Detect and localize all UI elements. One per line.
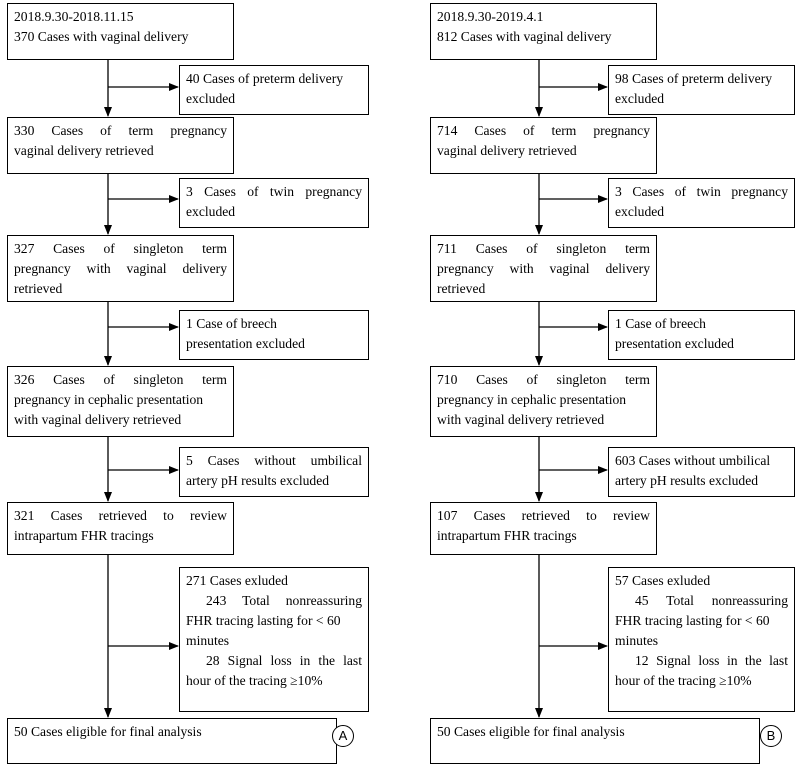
main-step-box: 107 Cases retrieved to review intrapartum… [430,502,657,555]
box-text-line: 812 Cases with vaginal delivery [437,29,612,44]
main-step-box: 711 Cases of singleton term pregnancy wit… [430,235,657,302]
box-text-line: artery pH results excluded [615,473,759,488]
main-step-box: 714 Cases of term pregnancy vaginal deliv… [430,117,657,174]
box-text-line: excluded [615,91,665,106]
box-text-line: hour of the tracing ≥10% [615,673,752,688]
main-step-box: 50 Cases eligible for final analysis [7,718,337,764]
box-text-line: 45 Total nonreassuring [635,593,788,608]
box-text-line: 57 Cases exluded [615,573,711,588]
main-step-box: 50 Cases eligible for final analysis [430,718,760,764]
box-text-line: pregnancy with vaginal delivery [14,261,227,276]
box-text-line: 711 Cases of singleton term [437,241,650,256]
exclusion-box: 1 Case of breech presentation excluded [608,310,795,360]
exclusion-box: 271 Cases exluded 243 Total nonreassuring… [179,567,369,712]
box-text-line: 714 Cases of term pregnancy [437,123,650,138]
box-text-line: 243 Total nonreassuring [206,593,362,608]
box-text-line: 603 Cases without umbilical [615,453,771,468]
box-text-line: 40 Cases of preterm delivery [186,71,344,86]
main-step-box: 2018.9.30-2018.11.15 370 Cases with vagin… [7,3,234,60]
main-step-box: 330 Cases of term pregnancy vaginal deliv… [7,117,234,174]
box-text-line: 271 Cases exluded [186,573,288,588]
main-step-box: 321 Cases retrieved to review intrapartum… [7,502,234,555]
box-text-line: with vaginal delivery retrieved [14,412,182,427]
box-text-line: 330 Cases of term pregnancy [14,123,227,138]
box-text-line: 12 Signal loss in the last [635,653,788,668]
box-text-line: 321 Cases retrieved to review [14,508,227,523]
box-text-line: 1 Case of breech [615,316,706,331]
exclusion-box: 1 Case of breech presentation excluded [179,310,369,360]
box-text-line: with vaginal delivery retrieved [437,412,605,427]
exclusion-box: 40 Cases of preterm delivery excluded [179,65,369,115]
box-text-line: 326 Cases of singleton term [14,372,227,387]
box-text-line: hour of the tracing ≥10% [186,673,323,688]
box-text-line: 5 Cases without umbilical [186,453,362,468]
box-text-line: pregnancy in cephalic presentation [14,392,204,407]
panel-label: B [760,725,782,747]
box-text-line: excluded [186,91,236,106]
main-step-box: 710 Cases of singleton term pregnancy in … [430,366,657,437]
box-text-line: presentation excluded [186,336,305,351]
box-text-line: 107 Cases retrieved to review [437,508,650,523]
box-text-line: excluded [615,204,665,219]
exclusion-box: 98 Cases of preterm delivery excluded [608,65,795,115]
main-step-box: 2018.9.30-2019.4.1 812 Cases with vaginal… [430,3,657,60]
box-text-line: retrieved [14,281,63,296]
box-text-line: 50 Cases eligible for final analysis [14,724,202,739]
exclusion-box: 603 Cases without umbilical artery pH res… [608,447,795,497]
box-text-line: 2018.9.30-2019.4.1 [437,9,544,24]
box-text-line: intrapartum FHR tracings [437,528,577,543]
main-step-box: 327 Cases of singleton term pregnancy wit… [7,235,234,302]
box-text-line: vaginal delivery retrieved [437,143,577,158]
box-text-line: 370 Cases with vaginal delivery [14,29,189,44]
box-text-line: pregnancy with vaginal delivery [437,261,650,276]
box-text-line: 98 Cases of preterm delivery [615,71,773,86]
box-text-line: vaginal delivery retrieved [14,143,154,158]
box-text-line: 3 Cases of twin pregnancy [186,184,362,199]
box-text-line: intrapartum FHR tracings [14,528,154,543]
box-text-line: 50 Cases eligible for final analysis [437,724,625,739]
box-text-line: 28 Signal loss in the last [206,653,362,668]
box-text-line: FHR tracing lasting for < 60 [186,613,341,628]
box-text-line: presentation excluded [615,336,734,351]
box-text-line: FHR tracing lasting for < 60 [615,613,770,628]
box-text-line: 710 Cases of singleton term [437,372,650,387]
box-text-line: retrieved [437,281,486,296]
exclusion-box: 3 Cases of twin pregnancy excluded [608,178,795,228]
box-text-line: 1 Case of breech [186,316,277,331]
box-text-line: minutes [615,633,659,648]
box-text-line: 327 Cases of singleton term [14,241,227,256]
panel-label: A [332,725,354,747]
box-text-line: excluded [186,204,236,219]
box-text-line: 2018.9.30-2018.11.15 [14,9,134,24]
box-text-line: artery pH results excluded [186,473,330,488]
box-text-line: 3 Cases of twin pregnancy [615,184,788,199]
box-text-line: pregnancy in cephalic presentation [437,392,627,407]
exclusion-box: 3 Cases of twin pregnancy excluded [179,178,369,228]
main-step-box: 326 Cases of singleton term pregnancy in … [7,366,234,437]
box-text-line: minutes [186,633,230,648]
exclusion-box: 5 Cases without umbilical artery pH resul… [179,447,369,497]
